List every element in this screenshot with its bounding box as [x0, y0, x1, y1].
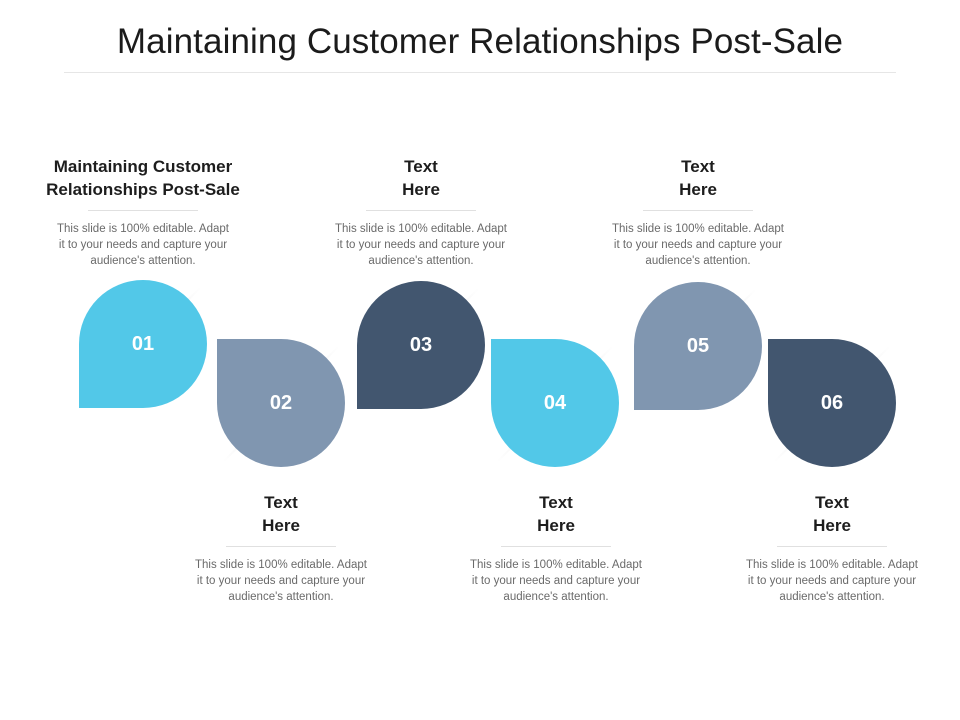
step-6-number: 06: [820, 391, 844, 414]
step-2-badge: 02: [217, 339, 345, 467]
step-4-number: 04: [543, 391, 567, 414]
step-6-circle: 06: [768, 339, 896, 467]
step-1-badge: 01: [79, 280, 207, 408]
step-2-circle: 02: [217, 339, 345, 467]
step-4-text: Text Here This slide is 100% editable. A…: [451, 491, 661, 605]
step-5-badge: 05: [634, 282, 762, 410]
step-5-number: 05: [686, 334, 710, 357]
step-5-heading: Text Here: [679, 157, 717, 199]
step-4-heading: Text Here: [537, 493, 575, 535]
slide-title: Maintaining Customer Relationships Post-…: [116, 22, 844, 61]
step-6-text: Text Here This slide is 100% editable. A…: [727, 491, 937, 605]
step-1-text: Maintaining Customer Relationships Post-…: [38, 155, 248, 269]
step-6-description: This slide is 100% editable. Adapt it to…: [746, 559, 918, 603]
step-3-badge: 03: [357, 281, 485, 409]
step-2-number: 02: [269, 391, 293, 414]
step-2-text: Text Here This slide is 100% editable. A…: [176, 491, 386, 605]
step-4-description: This slide is 100% editable. Adapt it to…: [470, 559, 642, 603]
step-1-description: This slide is 100% editable. Adapt it to…: [57, 223, 229, 267]
step-1-circle: 01: [79, 280, 207, 408]
step-5-divider: [643, 210, 753, 211]
step-6-heading: Text Here: [813, 493, 851, 535]
step-2-heading: Text Here: [262, 493, 300, 535]
step-6-badge: 06: [768, 339, 896, 467]
step-3-circle: 03: [357, 281, 485, 409]
step-2-description: This slide is 100% editable. Adapt it to…: [195, 559, 367, 603]
step-4-circle: 04: [491, 339, 619, 467]
step-5-text: Text Here This slide is 100% editable. A…: [593, 155, 803, 269]
step-1-number: 01: [131, 332, 155, 355]
step-1-divider: [88, 210, 198, 211]
title-divider: [64, 72, 896, 73]
step-6-divider: [777, 546, 887, 547]
step-2-divider: [226, 546, 336, 547]
step-3-text: Text Here This slide is 100% editable. A…: [316, 155, 526, 269]
step-5-description: This slide is 100% editable. Adapt it to…: [612, 223, 784, 267]
step-3-divider: [366, 210, 476, 211]
step-4-badge: 04: [491, 339, 619, 467]
step-5-circle: 05: [634, 282, 762, 410]
step-3-heading: Text Here: [402, 157, 440, 199]
step-4-divider: [501, 546, 611, 547]
step-3-description: This slide is 100% editable. Adapt it to…: [335, 223, 507, 267]
step-3-number: 03: [409, 333, 433, 356]
step-1-heading: Maintaining Customer Relationships Post-…: [46, 157, 240, 199]
